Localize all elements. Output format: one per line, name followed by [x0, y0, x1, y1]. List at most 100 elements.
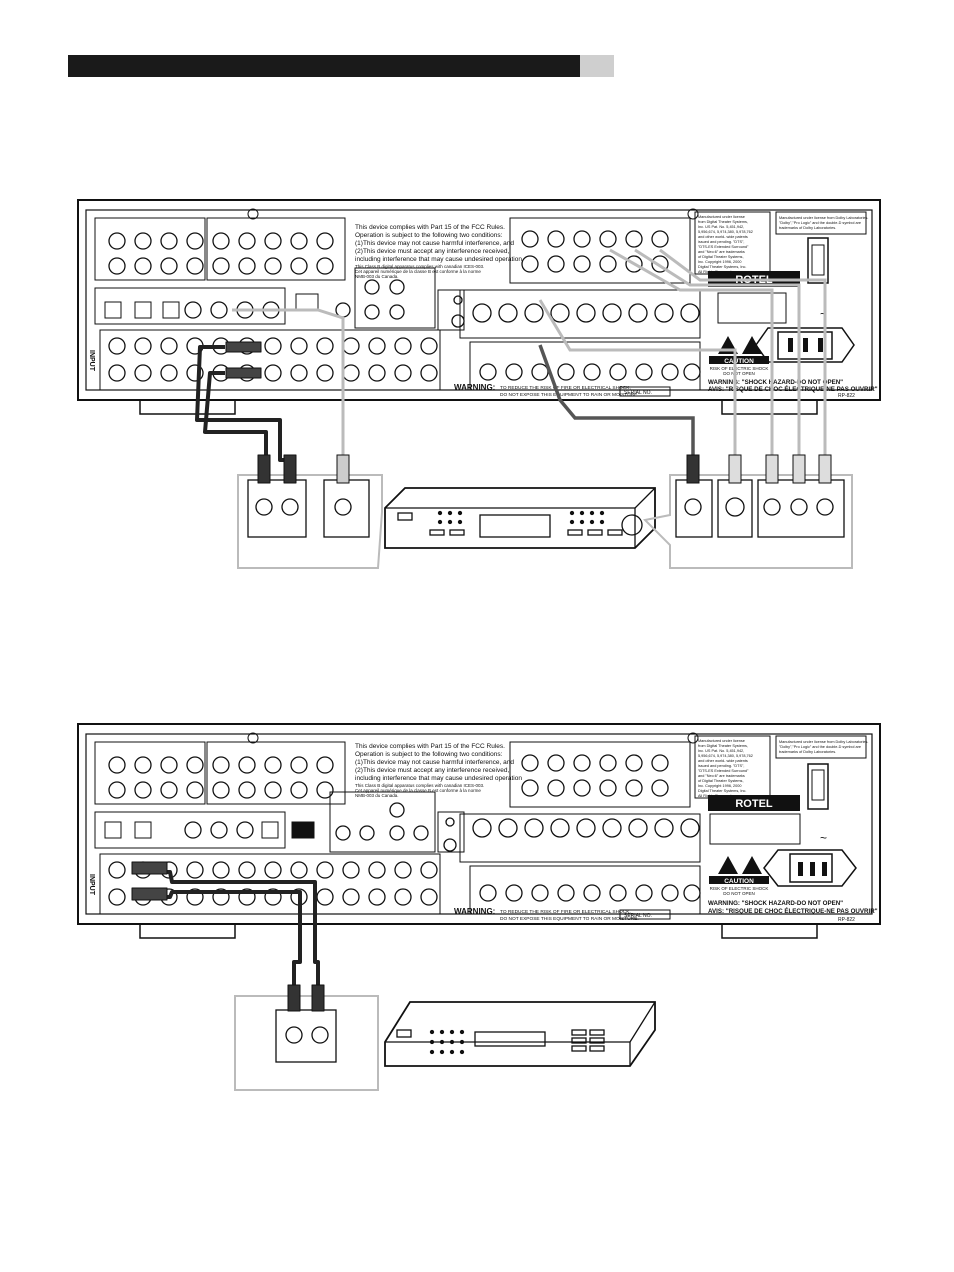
callout-right-1 [642, 474, 853, 569]
svg-text:"DTS-ES Extended Surround": "DTS-ES Extended Surround" [698, 245, 749, 249]
cable-digital-coax-1 [232, 308, 350, 484]
svg-text:CAUTION: CAUTION [724, 358, 754, 365]
svg-text:WARNING:: WARNING: [454, 907, 495, 916]
svg-text:This Class B digital apparatus: This Class B digital apparatus complies … [355, 783, 484, 788]
dolby-notice-1: Manufactured under license from Dolby La… [775, 211, 869, 235]
svg-text:RISK OF ELECTRIC SHOCK: RISK OF ELECTRIC SHOCK [710, 366, 769, 371]
svg-text:including interference that ma: including interference that may cause un… [355, 775, 522, 782]
svg-text:Digital Theater Systems, Inc.: Digital Theater Systems, Inc. [698, 265, 746, 269]
svg-text:of Digital Theater Systems,: of Digital Theater Systems, [698, 779, 744, 783]
svg-text:issued and pending. "DTS",: issued and pending. "DTS", [698, 764, 744, 768]
svg-text:of Digital Theater Systems,: of Digital Theater Systems, [698, 255, 744, 259]
svg-text:"Dolby","Pro Logic" and the do: "Dolby","Pro Logic" and the double-D sym… [779, 221, 861, 225]
svg-text:DO NOT OPEN: DO NOT OPEN [723, 371, 754, 376]
fcc-notice-1: This device complies with Part 15 of the… [355, 224, 522, 279]
power-symbol-2: ~ [820, 831, 827, 845]
svg-text:(1)This device may not cause h: (1)This device may not cause harmful int… [355, 759, 514, 766]
svg-text:and "Neo:6" are trademarks: and "Neo:6" are trademarks [698, 250, 745, 254]
svg-text:Operation is subject to the fo: Operation is subject to the following tw… [355, 232, 503, 239]
svg-text:WARNING: "SHOCK HAZARD-DO NOT: WARNING: "SHOCK HAZARD-DO NOT OPEN" [708, 379, 843, 386]
svg-text:NMB-003 du Canada.: NMB-003 du Canada. [355, 274, 399, 279]
header-tab [580, 55, 614, 77]
warning-notice-2: WARNING: TO REDUCE THE RISK OF FIRE OR E… [454, 907, 855, 923]
svg-text:AVIS: "RISQUE DE CHOC ÉLECTRIQ: AVIS: "RISQUE DE CHOC ÉLECTRIQUE-NE PAS … [708, 385, 878, 393]
svg-text:SERIAL NO.: SERIAL NO. [624, 390, 652, 396]
svg-text:trademarks of Dolby Laboratori: trademarks of Dolby Laboratories. [779, 226, 836, 230]
svg-text:RISK OF ELECTRIC SHOCK: RISK OF ELECTRIC SHOCK [710, 886, 769, 891]
dts-notice-1: Manufactured under license from Digital … [694, 211, 771, 275]
svg-text:trademarks of Dolby Laboratori: trademarks of Dolby Laboratories. [779, 750, 836, 754]
callout-left-1 [237, 474, 383, 569]
svg-text:DO NOT EXPOSE THIS EQUIPMENT T: DO NOT EXPOSE THIS EQUIPMENT TO RAIN OR … [500, 916, 639, 922]
callout-left-2 [234, 995, 379, 1091]
svg-text:Operation is subject to the fo: Operation is subject to the following tw… [355, 751, 503, 758]
svg-text:Manufactured under license fro: Manufactured under license from Dolby La… [779, 216, 869, 220]
cable-component-video-1 [538, 248, 832, 484]
svg-text:DO NOT OPEN: DO NOT OPEN [723, 891, 754, 896]
power-switch-2 [807, 763, 829, 810]
svg-text:5,956,674, 5,974,380, 5,978,76: 5,956,674, 5,974,380, 5,978,762 [698, 230, 753, 234]
svg-text:RP-822: RP-822 [838, 917, 855, 923]
header-bar [68, 55, 580, 77]
svg-text:5,956,674, 5,974,380, 5,978,76: 5,956,674, 5,974,380, 5,978,762 [698, 754, 753, 758]
svg-text:NMB-003 du Canada.: NMB-003 du Canada. [355, 793, 399, 798]
callout-jacks-2 [275, 1009, 337, 1063]
svg-text:WARNING:: WARNING: [454, 383, 495, 392]
receiver-chassis-2 [77, 723, 881, 939]
rotel-badge-2: ROTEL [708, 795, 801, 845]
svg-text:and other world- wide patents: and other world- wide patents [698, 235, 748, 239]
dts-notice-2: Manufactured under license from Digital … [694, 735, 771, 799]
svg-text:including interference that ma: including interference that may cause un… [355, 256, 522, 263]
cable-video-1 [538, 344, 700, 484]
svg-text:"Dolby","Pro Logic" and the do: "Dolby","Pro Logic" and the double-D sym… [779, 745, 861, 749]
svg-text:RP-822: RP-822 [838, 393, 855, 399]
svg-text:(2)This device must accept any: (2)This device must accept any interfere… [355, 767, 509, 774]
input-label-2: INPUT [88, 874, 95, 896]
cable-analog-pair-2 [131, 861, 325, 1012]
svg-text:(2)This device must accept any: (2)This device must accept any interfere… [355, 248, 509, 255]
svg-text:Manufactured under license fro: Manufactured under license from Dolby La… [779, 740, 869, 744]
svg-text:from Digital Theater Systems,: from Digital Theater Systems, [698, 220, 748, 224]
svg-text:(1)This device may not cause h: (1)This device may not cause harmful int… [355, 240, 514, 247]
svg-text:This device complies with Part: This device complies with Part 15 of the… [355, 224, 505, 231]
svg-text:"DTS-ES Extended Surround": "DTS-ES Extended Surround" [698, 769, 749, 773]
source-component-2 [384, 1001, 656, 1067]
svg-text:ROTEL: ROTEL [735, 798, 773, 810]
svg-text:TO REDUCE THE RISK OF FIRE OR: TO REDUCE THE RISK OF FIRE OR ELECTRICAL… [500, 385, 631, 391]
receiver-chassis-1 [77, 199, 881, 415]
svg-text:and "Neo:6" are trademarks: and "Neo:6" are trademarks [698, 774, 745, 778]
svg-text:CAUTION: CAUTION [724, 878, 754, 885]
svg-text:issued and pending. "DTS",: issued and pending. "DTS", [698, 240, 744, 244]
source-component-1 [384, 487, 656, 549]
svg-text:Cet appareil numérique de la c: Cet appareil numérique de la classe B es… [355, 788, 481, 793]
svg-text:AVIS: "RISQUE DE CHOC ÉLECTRIQ: AVIS: "RISQUE DE CHOC ÉLECTRIQUE-NE PAS … [708, 907, 878, 915]
svg-text:SERIAL NO.: SERIAL NO. [624, 913, 652, 919]
cable-analog-pair-1 [195, 341, 297, 484]
warning-notice-1: WARNING: TO REDUCE THE RISK OF FIRE OR E… [454, 383, 855, 399]
svg-text:This Class B digital apparatus: This Class B digital apparatus complies … [355, 264, 484, 269]
caution-label-2: CAUTION RISK OF ELECTRIC SHOCK DO NOT OP… [708, 856, 878, 915]
svg-text:Manufactured under license: Manufactured under license [698, 215, 745, 219]
svg-text:Inc. US Pat. No. 5,451,942,: Inc. US Pat. No. 5,451,942, [698, 225, 744, 229]
svg-text:and other world- wide patents: and other world- wide patents [698, 759, 748, 763]
svg-text:Inc. US Pat. No. 5,451,942,: Inc. US Pat. No. 5,451,942, [698, 749, 744, 753]
receiver-jacks-1 [108, 230, 701, 382]
receiver-jacks-2 [108, 754, 701, 906]
power-switch-1 [807, 237, 829, 284]
svg-text:Cet appareil numérique de la c: Cet appareil numérique de la classe B es… [355, 269, 481, 274]
svg-text:Inc. Copyright 1996, 2000: Inc. Copyright 1996, 2000 [698, 260, 741, 264]
svg-text:Inc. Copyright 1996, 2000: Inc. Copyright 1996, 2000 [698, 784, 741, 788]
dolby-notice-2: Manufactured under license from Dolby La… [775, 735, 869, 759]
svg-text:Manufactured under license: Manufactured under license [698, 739, 745, 743]
svg-text:WARNING: "SHOCK HAZARD-DO NOT: WARNING: "SHOCK HAZARD-DO NOT OPEN" [708, 900, 843, 907]
power-socket-2 [763, 849, 857, 887]
svg-text:TO REDUCE THE RISK OF FIRE OR: TO REDUCE THE RISK OF FIRE OR ELECTRICAL… [500, 909, 631, 915]
svg-text:DO NOT EXPOSE THIS EQUIPMENT T: DO NOT EXPOSE THIS EQUIPMENT TO RAIN OR … [500, 392, 639, 398]
diagram-2: INPUT This device complies with Part 15 … [77, 723, 881, 1091]
svg-text:Digital Theater Systems, Inc.: Digital Theater Systems, Inc. [698, 789, 746, 793]
input-label: INPUT [88, 350, 95, 372]
svg-text:from Digital Theater Systems,: from Digital Theater Systems, [698, 744, 748, 748]
svg-text:This device complies with Part: This device complies with Part 15 of the… [355, 743, 505, 750]
diagram-1: INPUT This device complies with Part 15 … [77, 199, 881, 569]
optical-jacks-2 [104, 821, 315, 839]
